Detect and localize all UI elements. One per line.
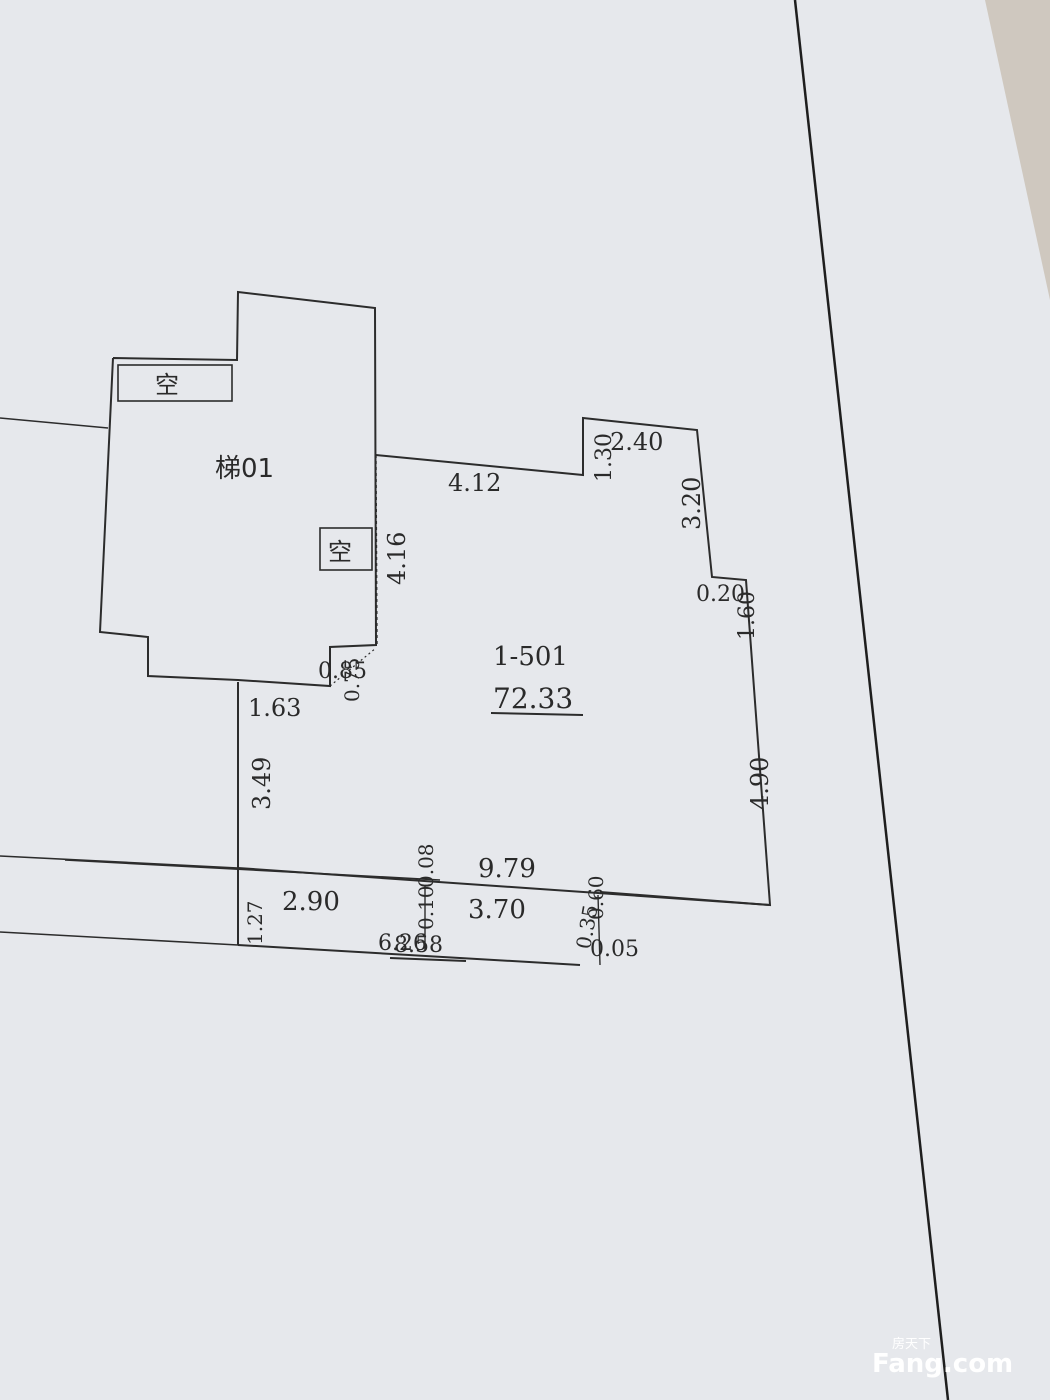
- unit-id: 1-501: [493, 642, 568, 672]
- dim-small-a: 0.75: [340, 657, 364, 702]
- left-wall-line: [0, 417, 109, 429]
- void-label-small: 空: [328, 538, 352, 566]
- dim-right-step: 0.20: [696, 582, 745, 607]
- dim-right-lower: 4.90: [746, 757, 774, 810]
- stair-label: 梯01: [215, 454, 274, 484]
- stair-right-edge: [375, 454, 378, 646]
- dim-balcony-left: 1.27: [243, 900, 267, 945]
- dim-balcony-a: 2.90: [282, 887, 340, 917]
- dim-left-top: 1.63: [248, 694, 301, 722]
- void-box-top: [117, 364, 233, 402]
- dim-overlap-a: 6.26: [378, 931, 427, 956]
- dim-small-b: 0.85: [318, 659, 367, 684]
- overlap-underline: [389, 957, 467, 962]
- stair-outline: [98, 290, 378, 688]
- dim-right-upper: 3.20: [678, 477, 706, 530]
- dim-bottom: 9.79: [478, 854, 536, 884]
- frame-border-line: [793, 0, 950, 1400]
- watermark: 房天下 Fang.com: [872, 1336, 1013, 1379]
- dim-stair-right: 4.16: [383, 532, 411, 585]
- dim-top-left: 4.12: [448, 469, 501, 497]
- dim-left-side: 3.49: [248, 757, 276, 810]
- dim-balcony-small: 0.08: [414, 843, 438, 888]
- dim-notch-width: 2.40: [610, 428, 663, 456]
- outer-wall-left: [0, 855, 239, 869]
- dim-overlap-c: 0.60: [584, 875, 608, 920]
- area-underline: [490, 712, 584, 716]
- balcony-right-edge: [597, 894, 601, 966]
- dim-balcony-b: 3.70: [468, 895, 526, 925]
- balcony-bottom: [237, 944, 581, 966]
- unit-outline: [375, 416, 772, 907]
- watermark-en: Fang.com: [872, 1349, 1013, 1379]
- void-box-small: [319, 527, 373, 571]
- dim-balcony-under: 0.10: [414, 885, 438, 930]
- dim-right-step-vertical: 1.60: [735, 591, 760, 640]
- balcony-bottom-left: [0, 931, 239, 946]
- void-label-top: 空: [155, 371, 179, 399]
- dim-overlap-e: 0.05: [590, 937, 639, 962]
- dim-overlap-b: 8.58: [394, 933, 443, 958]
- outer-wall-line: [64, 859, 441, 881]
- watermark-zh: 房天下: [892, 1336, 931, 1352]
- unit-area: 72.33: [493, 682, 573, 715]
- dim-notch-height: 1.30: [592, 433, 617, 482]
